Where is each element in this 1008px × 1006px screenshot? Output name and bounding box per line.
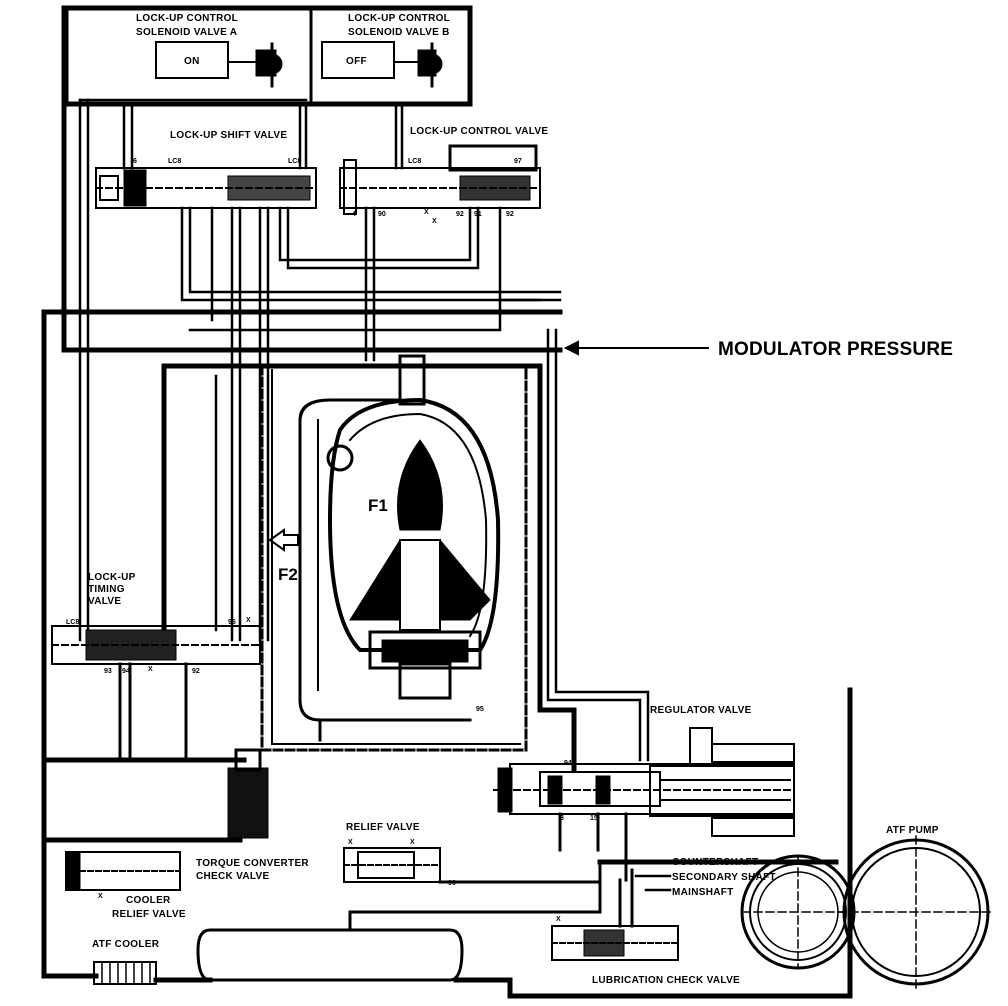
solenoid-plunger-a [255,42,283,88]
f1-label: F1 [368,496,388,515]
gear-pump-icon [740,835,995,989]
lockup-shift-valve-body [95,167,317,209]
port-code: LC8 [168,158,182,165]
solenoid-plunger-b [417,42,443,88]
port-code: 94 [564,760,572,767]
atf-cooler-label: ATF COOLER [92,939,160,950]
port-code: X [556,916,561,923]
port-code: X [148,666,153,673]
regulator-valve-body [493,727,795,882]
port-code: 3 [560,815,564,822]
solenoid-a-label-line1: LOCK-UP CONTROL [136,13,239,24]
hydraulic-lines-inner [78,98,650,762]
port-code: LC8 [408,158,422,165]
port-code: X [348,839,353,846]
port-code: 92 [456,211,464,218]
port-code: X [98,893,103,900]
lockup-timing-valve-body [51,625,261,762]
mainshaft-label: MAINSHAFT [672,887,734,898]
port-code: LC8 [288,158,302,165]
lubrication-check-valve-body [551,868,679,961]
regulator-valve-label: REGULATOR VALVE [650,705,752,716]
cooler-icon [93,961,157,985]
relief-valve-body [343,847,602,884]
lockup-timing-valve-label-line2: TIMING [88,584,125,595]
torque-converter-check-valve-label-line2: CHECK VALVE [196,871,270,882]
port-code: 6 [133,158,137,165]
port-code: 96 [448,880,456,887]
modulator-pressure-label: MODULATOR PRESSURE [718,339,954,360]
solenoid-b-label-line2: SOLENOID VALVE B [348,27,450,38]
port-code: 92 [506,211,514,218]
torque-converter-check-valve-body [227,748,269,839]
port-code: 95 [476,706,484,713]
port-code: LC8 [66,619,80,626]
arrow-left-icon [268,528,299,552]
port-code: 91 [474,211,482,218]
lockup-control-valve-body [339,144,541,215]
port-code: 96 [228,619,236,626]
torque-converter-housing [260,354,528,752]
relief-valve-label: RELIEF VALVE [346,822,420,833]
secondary-shaft-label: SECONDARY SHAFT [672,872,776,883]
lockup-shift-valve-label: LOCK-UP SHIFT VALVE [170,130,288,141]
torque-converter-check-valve-label-line1: TORQUE CONVERTER [196,858,309,869]
shaft-feed-lines [624,860,672,892]
lockup-timing-valve-label-line1: LOCK-UP [88,572,136,583]
port-code: 15 [590,815,598,822]
port-code: 90 [378,211,386,218]
solenoid-a-label-line2: SOLENOID VALVE A [136,27,238,38]
port-code: X [424,209,429,216]
solenoid-a-state: ON [184,56,200,67]
cooler-relief-valve-body [65,851,181,891]
port-code: 93 [104,668,112,675]
port-code: 92 [192,668,200,675]
port-code: 94 [122,668,130,675]
solenoid-b-label-line1: LOCK-UP CONTROL [348,13,451,24]
solenoid-b-state: OFF [346,56,367,67]
lubrication-check-valve-label: LUBRICATION CHECK VALVE [592,975,741,986]
lockup-control-valve-label: LOCK-UP CONTROL VALVE [410,126,549,137]
port-code: X [246,617,251,624]
modulator-pressure-arrow [563,340,709,356]
atf-pump-label: ATF PUMP [886,825,939,836]
port-code: 4 [352,211,356,218]
lockup-timing-valve-label-line3: VALVE [88,596,122,607]
countershaft-label: COUNTERSHAFT [672,857,759,868]
port-code: X [410,839,415,846]
port-code: X [432,218,437,225]
f2-label: F2 [278,565,298,584]
port-code: 97 [514,158,522,165]
cooler-relief-valve-label-line1: COOLER [126,895,171,906]
oil-reservoir [196,860,602,982]
cooler-relief-valve-label-line2: RELIEF VALVE [112,909,186,920]
hydraulic-lines-outer [41,5,853,999]
